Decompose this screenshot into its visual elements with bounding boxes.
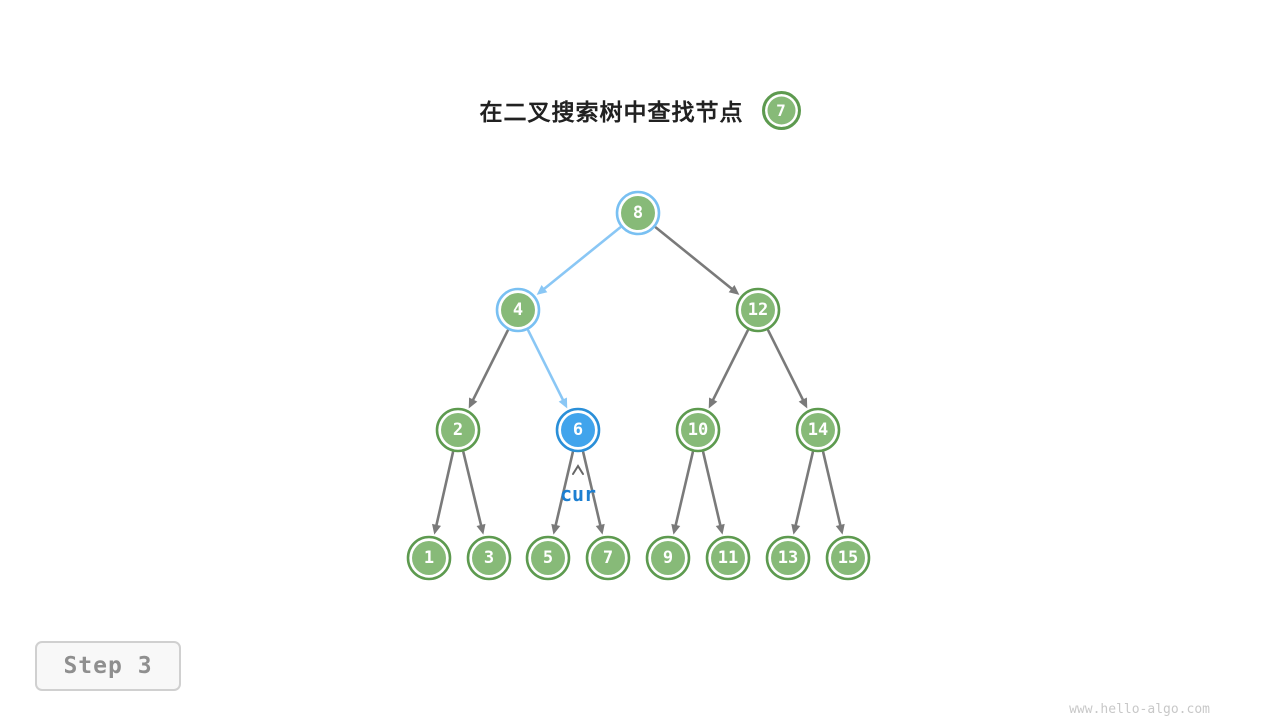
tree-node-label-5: 5 — [543, 548, 553, 568]
arrowhead-icon-8-12 — [728, 285, 740, 295]
node-fill-10 — [681, 413, 715, 447]
arrowhead-icon-10-11 — [715, 523, 725, 535]
node-fill-3 — [472, 541, 506, 575]
tree-node-14: 14 — [795, 407, 841, 453]
edge-2-3 — [462, 451, 483, 527]
tree-node-label-9: 9 — [663, 548, 673, 568]
cur-pointer-label: cur — [560, 482, 596, 506]
tree-node-5: 5 — [525, 535, 571, 581]
node-fill-1 — [412, 541, 446, 575]
tree-node-4: 4 — [495, 287, 541, 333]
node-fill-9 — [651, 541, 685, 575]
arrowhead-icon-12-14 — [798, 397, 808, 409]
node-fill-5 — [531, 541, 565, 575]
edge-8-12 — [654, 226, 733, 290]
arrowhead-icon-8-4 — [536, 285, 548, 295]
arrowhead-icon-6-7 — [595, 523, 605, 535]
tree-node-9: 9 — [645, 535, 691, 581]
arrowhead-icon-4-6 — [558, 397, 568, 409]
tree-node-label-14: 14 — [808, 420, 828, 440]
tree-node-7: 7 — [585, 535, 631, 581]
node-fill-12 — [741, 293, 775, 327]
tree-node-3: 3 — [466, 535, 512, 581]
node-fill-2 — [441, 413, 475, 447]
tree-node-label-8: 8 — [633, 203, 643, 223]
tree-node-label-1: 1 — [424, 548, 434, 568]
node-fill-7 — [591, 541, 625, 575]
node-fill-14 — [801, 413, 835, 447]
edge-4-6 — [526, 329, 565, 401]
node-fill-8 — [621, 196, 655, 230]
edge-6-7 — [581, 451, 602, 527]
edge-12-14 — [766, 329, 805, 401]
arrowhead-icon-2-1 — [432, 523, 441, 535]
edge-4-2 — [471, 329, 510, 401]
node-fill-11 — [711, 541, 745, 575]
edge-12-10 — [711, 329, 750, 401]
tree-node-label-7: 7 — [603, 548, 613, 568]
target-node-badge: 7 — [761, 90, 801, 130]
arrowhead-icon-2-3 — [476, 523, 486, 535]
edge-14-15 — [821, 451, 842, 527]
edge-6-5 — [554, 451, 575, 527]
edge-14-13 — [794, 451, 815, 527]
arrowhead-icon-14-13 — [791, 523, 801, 535]
edge-8-4 — [543, 226, 622, 290]
tree-node-label-6: 6 — [573, 420, 583, 440]
tree-node-6: 6 — [555, 407, 601, 453]
tree-node-11: 11 — [705, 535, 751, 581]
tree-node-8: 8 — [615, 190, 661, 236]
tree-node-10: 10 — [675, 407, 721, 453]
edge-10-9 — [674, 451, 695, 527]
step-label: Step 3 — [63, 653, 153, 679]
cur-pointer-caret-icon — [572, 464, 584, 475]
diagram-title: 在二叉搜索树中查找节点 — [479, 99, 744, 125]
arrowhead-icon-14-15 — [835, 523, 845, 535]
tree-node-label-3: 3 — [484, 548, 494, 568]
tree-node-15: 15 — [825, 535, 871, 581]
node-fill-13 — [771, 541, 805, 575]
diagram-title-row: 在二叉搜索树中查找节点 7 — [0, 86, 1280, 134]
step-indicator: Step 3 — [35, 641, 181, 691]
tree-node-label-15: 15 — [838, 548, 858, 568]
arrowhead-icon-4-2 — [468, 397, 478, 409]
tree-node-1: 1 — [406, 535, 452, 581]
tree-node-label-10: 10 — [688, 420, 708, 440]
arrowhead-icon-12-10 — [708, 397, 718, 409]
arrowhead-icon-6-5 — [551, 523, 561, 535]
target-node-value: 7 — [776, 100, 786, 120]
tree-node-label-11: 11 — [718, 548, 738, 568]
tree-node-label-2: 2 — [453, 420, 463, 440]
node-fill-4 — [501, 293, 535, 327]
arrowhead-icon-10-9 — [671, 523, 681, 535]
tree-node-label-4: 4 — [513, 300, 523, 320]
edge-2-1 — [435, 451, 455, 527]
edge-10-11 — [701, 451, 722, 527]
tree-node-label-13: 13 — [778, 548, 798, 568]
node-fill-15 — [831, 541, 865, 575]
node-fill-6 — [561, 413, 595, 447]
watermark: www.hello-algo.com — [1069, 702, 1210, 717]
tree-node-2: 2 — [435, 407, 481, 453]
tree-node-13: 13 — [765, 535, 811, 581]
tree-node-12: 12 — [735, 287, 781, 333]
tree-node-label-12: 12 — [748, 300, 768, 320]
